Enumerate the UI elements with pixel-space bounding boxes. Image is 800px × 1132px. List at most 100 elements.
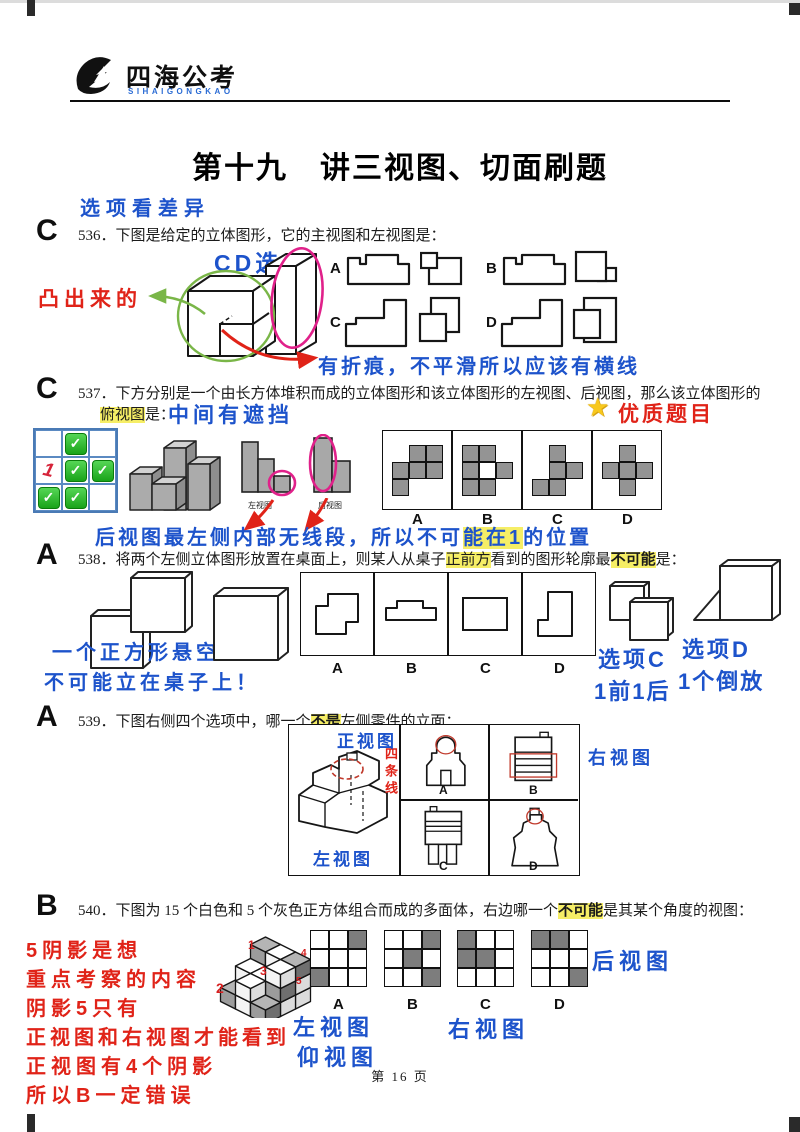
option-letter: B — [482, 511, 493, 528]
grid-cell — [569, 949, 588, 968]
red-note-1: 5阴影是想 — [26, 940, 143, 962]
grid-cell — [348, 930, 367, 949]
polyhedron-figure: 1 2 3 4 5 — [198, 918, 333, 1018]
figure-box: 四条线 正视图 左视图 A B — [288, 724, 580, 876]
grid-cell — [550, 949, 569, 968]
grid-cell — [408, 444, 426, 462]
annotation-four-lines: 四条线 — [383, 747, 398, 798]
annotation-floating-1: 一个正方形悬空！ — [52, 642, 244, 664]
star-icon: ★ — [586, 392, 610, 422]
single-slab-figure — [213, 587, 289, 661]
option-b-shape — [509, 731, 558, 782]
option-b-view2 — [574, 250, 618, 283]
grid-cell — [569, 930, 588, 949]
question-text-line2: 俯视图是： — [100, 407, 176, 423]
annotation-d-drawing — [693, 559, 781, 621]
grid-cell — [548, 461, 566, 479]
grid-cell — [422, 949, 441, 968]
annotation-block: 中间有遮挡 — [168, 404, 293, 427]
grid-cell — [391, 461, 409, 479]
grid-cell — [391, 478, 409, 496]
grid-cell — [461, 444, 479, 462]
grid-cell — [310, 949, 329, 968]
grid-cell — [550, 930, 569, 949]
red-note-6: 所以B一定错误 — [26, 1085, 196, 1107]
front-view-label: 正视图 — [337, 732, 397, 751]
corner-mark — [27, 1114, 35, 1132]
grid-cell — [461, 461, 479, 479]
check-grid: ✓1✓✓✓✓ — [33, 428, 118, 513]
option-grid-a — [391, 444, 443, 496]
grid-cell: ✓ — [35, 484, 62, 511]
grid-cell — [565, 461, 583, 479]
option-grid-a — [310, 930, 367, 987]
option-letter: A — [332, 660, 343, 677]
grid-cell — [476, 968, 495, 987]
highlight-impossible: 不可能 — [558, 903, 604, 919]
rear-view-label: 后视图 — [592, 949, 674, 974]
option-letter: C — [439, 859, 448, 873]
grid-cell — [531, 478, 549, 496]
grid-cell — [348, 968, 367, 987]
option-b-view1 — [502, 253, 567, 286]
option-grid-c — [457, 930, 514, 987]
question-number: 540． — [78, 903, 116, 919]
corner-mark — [789, 3, 800, 15]
grid-cell — [384, 930, 403, 949]
option-letter: A — [412, 511, 423, 528]
highlight-note: 能在1 — [463, 527, 524, 549]
grid-hline — [399, 799, 578, 801]
grid-cell — [495, 968, 514, 987]
annotation-option-c: 选项C — [598, 647, 667, 672]
grid-cell — [89, 484, 116, 511]
option-grid-b — [461, 444, 513, 496]
left-view-label: 左视图 — [313, 850, 373, 869]
option-letter: D — [622, 511, 633, 528]
grid-cell — [35, 430, 62, 457]
option-d-view1 — [500, 298, 564, 348]
grid-cell — [635, 461, 653, 479]
option-a-view1 — [346, 253, 411, 286]
option-box-a — [382, 430, 452, 510]
grid-cell — [548, 444, 566, 462]
question-number: 538． — [78, 552, 116, 568]
corner-mark — [27, 0, 35, 16]
annotation-floating-2: 不可能立在桌子上！ — [44, 672, 260, 694]
grid-cell — [457, 930, 476, 949]
option-letter: A — [439, 783, 448, 797]
header-rule — [70, 100, 730, 102]
grid-cell — [476, 949, 495, 968]
annotation-c-drawing — [609, 581, 674, 641]
grid-cell — [89, 430, 116, 457]
grid-cell — [457, 949, 476, 968]
cube-mark-5: 5 — [296, 976, 302, 987]
grid-cell — [425, 444, 443, 462]
top-strip — [0, 0, 800, 3]
grid-cell — [478, 444, 496, 462]
highlight-front: 正前方 — [445, 552, 491, 568]
answer-letter: A — [36, 538, 58, 571]
boat-logo-icon — [76, 57, 111, 94]
stacked-blocks-figure — [129, 440, 221, 511]
option-box-c — [522, 430, 592, 510]
annotation-protrude: 凸出来的 — [38, 288, 142, 311]
red-note-4: 正视图和右视图才能看到 — [26, 1027, 290, 1049]
brand-name: 四海公考 — [126, 64, 239, 92]
grid-cell — [618, 444, 636, 462]
option-a-shape — [315, 593, 359, 635]
question-text: 537．下方分别是一个由长方体堆积而成的立体图形和该立体图形的左视图、后视图，那… — [78, 386, 761, 402]
option-box-d — [592, 430, 662, 510]
option-box-a — [300, 572, 374, 656]
option-letter: C — [330, 314, 341, 331]
option-letter: C — [480, 996, 491, 1013]
red-note-5: 正视图有4个阴影 — [26, 1056, 218, 1078]
red-note-2: 重点考察的内容 — [26, 969, 201, 991]
answer-letter: C — [36, 214, 58, 247]
rear-view-figure — [308, 434, 351, 493]
option-box-b — [374, 572, 448, 656]
grid-cell — [403, 968, 422, 987]
